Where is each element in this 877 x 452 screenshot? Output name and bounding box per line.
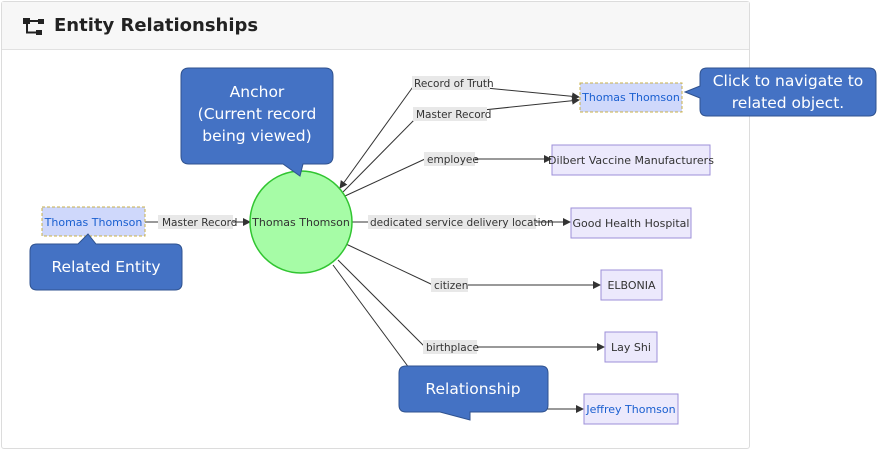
- target-node-jeffrey-thomson[interactable]: Jeffrey Thomson: [583, 393, 679, 425]
- target-node-label: Lay Shi: [611, 341, 651, 354]
- edge-label: employee: [427, 154, 479, 166]
- callout-navigate: Click to navigate to related object.: [683, 67, 877, 117]
- target-node-label: ELBONIA: [607, 279, 656, 292]
- edge-jeffrey: [332, 264, 419, 381]
- edge-label: birthplace: [426, 342, 479, 354]
- target-node-label: Dilbert Vaccine Manufacturers: [548, 154, 714, 167]
- edge-birthplace: [337, 259, 426, 348]
- edge-label: Master Record: [162, 217, 237, 229]
- panel-header: Entity Relationships: [2, 2, 749, 50]
- related-entity-node[interactable]: Thomas Thomson: [41, 206, 146, 237]
- edge-master-record-in: [342, 113, 421, 193]
- edge-citizen: [345, 243, 434, 286]
- edge-label: dedicated service delivery location: [370, 217, 554, 229]
- edge-employee: [344, 158, 426, 197]
- callout-navigate-line: related object.: [732, 94, 844, 112]
- edge-label: Master Record: [416, 109, 491, 121]
- target-node-label: Good Health Hospital: [573, 217, 690, 230]
- callout-anchor-line: being viewed): [202, 127, 311, 145]
- target-node-link[interactable]: Thomas Thomson: [581, 91, 680, 104]
- target-node-thomas-thomson[interactable]: Thomas Thomson: [579, 82, 683, 113]
- target-node-link[interactable]: Jeffrey Thomson: [585, 403, 675, 416]
- callout-anchor-line: Anchor: [230, 83, 285, 101]
- target-node-elbonia[interactable]: ELBONIA: [600, 269, 663, 301]
- target-node-good-health[interactable]: Good Health Hospital: [570, 207, 692, 239]
- callout-anchor: Anchor (Current record being viewed): [180, 67, 334, 177]
- hierarchy-icon: [23, 18, 44, 35]
- callout-relationship: Relationship: [398, 365, 549, 421]
- edge-record-of-truth-in: [339, 83, 416, 189]
- anchor-node-label: Thomas Thomson: [251, 216, 350, 229]
- edge-label: citizen: [434, 280, 468, 292]
- callout-related-entity: Related Entity: [29, 233, 183, 291]
- callout-relationship-text: Relationship: [425, 380, 520, 398]
- edge-labels: Master Record Record of Truth Master Rec…: [158, 76, 554, 354]
- callout-navigate-line: Click to navigate to: [713, 72, 864, 90]
- callout-related-entity-text: Related Entity: [51, 258, 160, 276]
- panel-title: Entity Relationships: [54, 15, 259, 36]
- anchor-node[interactable]: Thomas Thomson: [249, 170, 353, 274]
- related-entity-link[interactable]: Thomas Thomson: [44, 216, 143, 229]
- target-node-dilbert[interactable]: Dilbert Vaccine Manufacturers: [548, 144, 714, 176]
- edge-label: Record of Truth: [414, 78, 494, 90]
- target-node-lay-shi[interactable]: Lay Shi: [604, 331, 658, 363]
- callout-anchor-line: (Current record: [198, 105, 317, 123]
